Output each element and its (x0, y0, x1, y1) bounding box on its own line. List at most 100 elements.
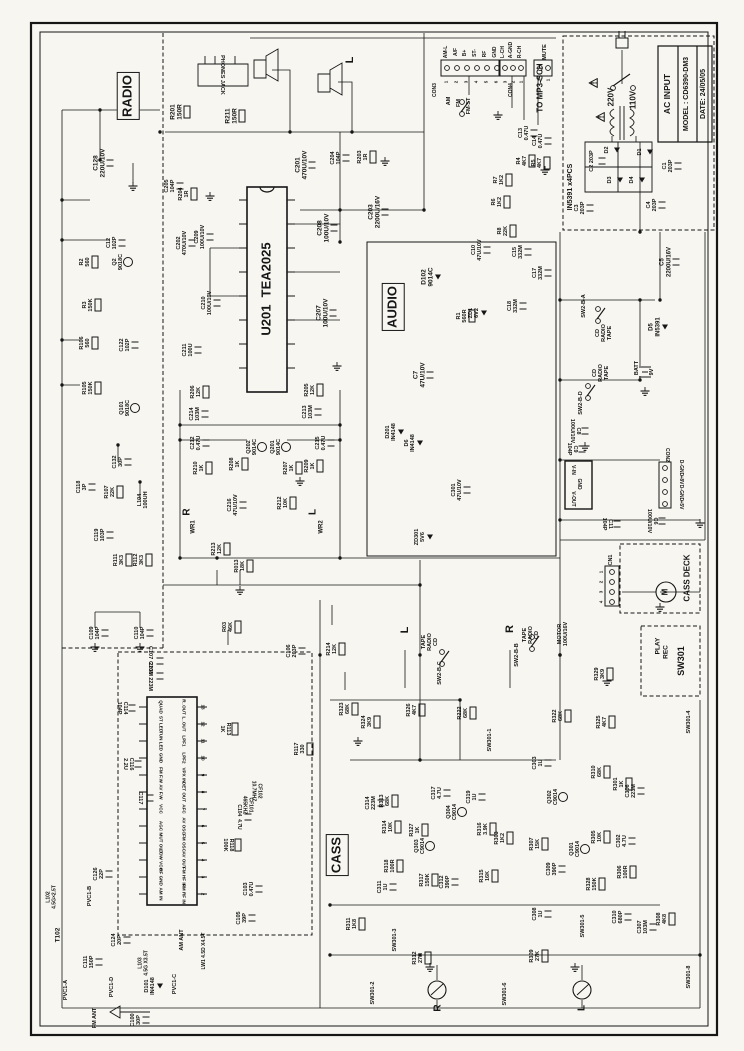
schematic-label: Q304 C9014 (445, 803, 458, 821)
schematic-label: D2 (603, 146, 610, 154)
schematic-label: C215 0.47U (314, 435, 327, 451)
component-symbol (598, 877, 606, 891)
schematic-label: 4 (473, 80, 479, 84)
schematic-label: SW2-B-A (580, 294, 587, 318)
schematic-label: C211 100U (181, 343, 194, 357)
junction-dot (558, 653, 562, 657)
component-symbol (544, 269, 552, 277)
schematic-label: C310 680P (611, 910, 624, 924)
component-symbol (124, 458, 132, 466)
ic-pin-label: AGC (158, 820, 164, 832)
component-symbol (234, 620, 242, 634)
schematic-label: R5 4K7 (530, 157, 543, 169)
junction-dot (558, 378, 562, 382)
schematic-label: C302 4.7U (615, 834, 628, 848)
junction-dot (558, 518, 562, 522)
schematic-label: BATT (633, 360, 640, 376)
component-symbol (489, 822, 497, 836)
component-symbol (674, 162, 682, 170)
connector-pin (484, 65, 490, 71)
junction-dot (138, 480, 142, 484)
component-symbol (369, 150, 377, 164)
schematic-label: LW1 4.5D X4.5T (201, 932, 208, 970)
schematic-label: R329 3K9 (593, 667, 606, 681)
component-symbol (530, 129, 538, 137)
schematic-label: L104 100UH (136, 491, 149, 509)
schematic-label: V-OUT (569, 491, 576, 507)
schematic-label: R7 1K2 (492, 174, 505, 186)
schematic-label: L-CH (500, 46, 507, 58)
con4-connector (499, 59, 527, 77)
ic-radio-body (146, 696, 198, 906)
schematic-label: C203 2200U/16V (367, 195, 382, 229)
schematic-label: C204 104P (329, 151, 342, 165)
connector-pin (662, 501, 668, 507)
schematic-label: PVC1-B (86, 885, 93, 907)
schematic-label: 1 (443, 80, 449, 84)
schematic-label: C114 104P (116, 701, 129, 715)
component-symbol (131, 341, 139, 349)
schematic-label: C117 (137, 791, 144, 805)
schematic-label: C104 4.7U (235, 804, 242, 830)
ic-pin-label: ST LED (158, 715, 164, 733)
component-symbol (468, 309, 476, 323)
schematic-label: FM ANT (91, 1007, 98, 1029)
schematic-label: R1 560R (455, 309, 468, 323)
schematic-label: R311 1K8 (345, 917, 358, 931)
component-symbol (394, 820, 402, 834)
schematic-label: SW301-6 (501, 982, 508, 1006)
schematic-label: C317 4.7U (430, 786, 443, 800)
junction-dot (328, 953, 332, 957)
ic-pin-label: AFC (181, 804, 187, 814)
junction-dot (422, 208, 426, 212)
connector-pin (662, 489, 668, 495)
component-symbol (586, 204, 594, 212)
component-symbol (580, 844, 590, 854)
component-symbol (505, 173, 513, 187)
junction-dot (178, 438, 182, 442)
section-dashes (62, 33, 715, 936)
schematic-label: SW301-5 (579, 914, 586, 938)
schematic-label: D201 IN4148 (384, 423, 397, 441)
schematic-label: Q201 9014C (269, 438, 282, 456)
schematic-label: C314 223M (364, 796, 377, 810)
component-symbol (306, 742, 314, 756)
schematic-label: C118 3P (75, 480, 88, 494)
schematic-label: L102 4.5G×2.5T (45, 885, 57, 909)
ic-pin-number: 13 (200, 704, 206, 710)
schematic-label: R317 150K (418, 873, 431, 887)
schematic-label: C9 104P (566, 442, 579, 456)
component-symbol (145, 553, 153, 567)
schematic-label: D102 9014C (420, 267, 435, 287)
component-symbol (469, 706, 477, 720)
component-symbol (625, 777, 633, 791)
component-symbol (614, 147, 620, 153)
component-symbol (351, 702, 359, 716)
ic-pin-label: AV F.W (158, 784, 164, 800)
outer-frame (29, 21, 719, 1037)
component-symbol (647, 149, 653, 155)
component-symbol (503, 195, 511, 209)
schematic-label: AM-L (443, 45, 450, 59)
schematic-label: C307 103M (636, 920, 649, 934)
connector-pin (459, 111, 465, 117)
con2-connector (658, 461, 672, 509)
connector-pin (609, 579, 615, 585)
component-symbol (342, 154, 350, 162)
schematic-label: R222 68K (456, 706, 469, 720)
junction-dot (638, 378, 642, 382)
ic-pin-label: LPF2 (181, 752, 187, 764)
schematic-label: V-IN (569, 465, 576, 475)
schematic-label: SW301-1 (486, 728, 493, 752)
component-symbol (238, 109, 246, 123)
schematic-label: C2 203P (588, 150, 595, 172)
component-symbol (241, 457, 249, 471)
schematic-label: R214 12K (325, 642, 338, 656)
schematic-label: TO MP3-SCH (535, 63, 545, 113)
schematic-label: C10 47U/10V (470, 239, 483, 261)
schematic-label: C319 1U (465, 790, 478, 804)
junction-dot (658, 298, 662, 302)
schematic-label: L (398, 626, 411, 634)
component-symbol (123, 257, 133, 267)
component-symbol (281, 442, 291, 452)
